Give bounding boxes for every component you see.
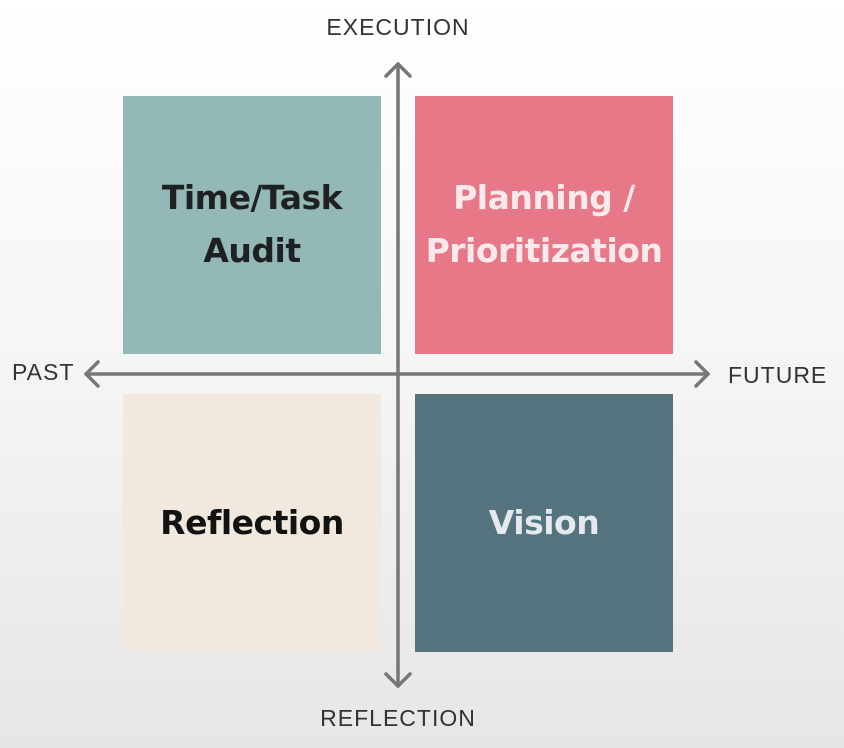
arrow-up-icon xyxy=(384,62,412,78)
arrow-down-icon xyxy=(384,672,412,688)
arrow-right-icon xyxy=(694,360,710,388)
axis-label-past: PAST xyxy=(12,359,75,385)
axis-label-future: FUTURE xyxy=(728,362,828,388)
arrow-left-icon xyxy=(84,360,100,388)
quadrant-label: Planning / Prioritization xyxy=(425,178,663,270)
axis-label-execution: EXECUTION xyxy=(326,14,470,40)
axis-label-reflection: REFLECTION xyxy=(320,705,476,731)
quadrant-label: Time/Task Audit xyxy=(161,178,343,270)
quadrant-reflection: Reflection xyxy=(123,394,381,652)
quadrant-planning-prioritization: Planning / Prioritization xyxy=(415,96,673,354)
quadrant-label: Reflection xyxy=(160,502,344,542)
quadrant-label: Vision xyxy=(488,502,600,542)
quadrant-time-task-audit: Time/Task Audit xyxy=(123,96,381,354)
quadrant-vision: Vision xyxy=(415,394,673,652)
